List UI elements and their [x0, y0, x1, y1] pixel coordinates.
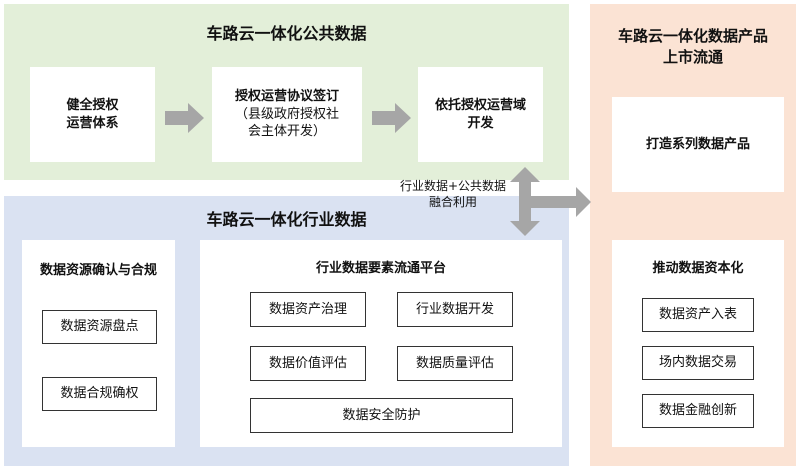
asset-governance-item: 数据资产治理 — [250, 292, 366, 327]
product-title-line: 车路云一体化数据产品 — [617, 27, 768, 45]
asset-accounting-item: 数据资产入表 — [642, 298, 754, 332]
value-assessment-item: 数据价值评估 — [250, 346, 366, 381]
arrow-right-icon — [165, 103, 204, 133]
fusion-label-line: 融合利用 — [428, 195, 477, 210]
step-agreement-signing: 授权运营协议签订 （县级政府授权社 会主体开发） — [212, 67, 362, 162]
quality-assessment-item: 数据质量评估 — [397, 346, 513, 381]
step-line: 健全授权 — [66, 97, 119, 113]
exchange-trading-item: 场内数据交易 — [642, 346, 754, 380]
step-line: 依托授权运营域 — [434, 97, 526, 113]
step-authorization-system: 健全授权 运营体系 — [30, 67, 155, 162]
step-line: （县级政府授权社 — [234, 106, 339, 122]
step-line: 运营体系 — [66, 115, 119, 131]
public-data-title: 车路云一体化公共数据 — [206, 24, 367, 43]
product-title: 车路云一体化数据产品 上市流通 — [590, 26, 796, 68]
capitalization-title: 推动数据资本化 — [652, 261, 744, 276]
industry-data-title: 车路云一体化行业数据 — [206, 210, 367, 229]
step-line: 会主体开发） — [247, 124, 326, 140]
step-line: 授权运营协议签订 — [234, 89, 339, 105]
build-products-box: 打造系列数据产品 — [612, 97, 784, 192]
platform-title: 行业数据要素流通平台 — [315, 261, 446, 276]
step-line: 开发 — [467, 115, 494, 131]
compliance-rights-item: 数据合规确权 — [42, 377, 157, 411]
resource-inventory-item: 数据资源盘点 — [42, 310, 157, 344]
step-operation-domain: 依托授权运营域 开发 — [418, 67, 543, 162]
arrow-right-icon — [372, 103, 411, 133]
security-protection-item: 数据安全防护 — [250, 398, 513, 433]
fusion-label-line: 行业数据+公共数据 — [399, 179, 507, 193]
product-title-line: 上市流通 — [662, 48, 723, 66]
arrow-cross-icon — [510, 167, 591, 236]
industry-dev-item: 行业数据开发 — [397, 292, 513, 327]
finance-innovation-item: 数据金融创新 — [642, 394, 754, 428]
fusion-label: 行业数据+公共数据 融合利用 — [378, 178, 528, 210]
resource-compliance-title: 数据资源确认与合规 — [39, 263, 157, 278]
